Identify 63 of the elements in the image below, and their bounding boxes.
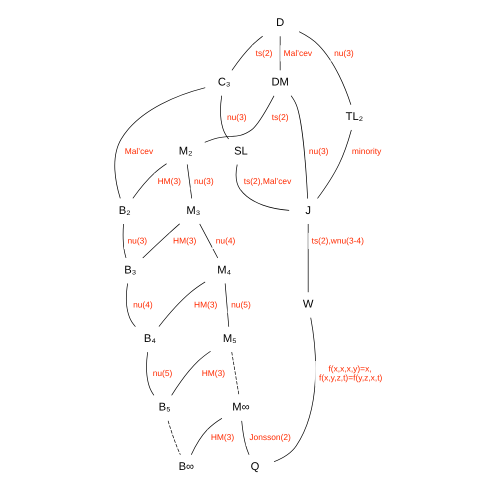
connector <box>186 164 192 199</box>
node-text: SL <box>234 145 248 158</box>
edge-label: nu(4) <box>132 300 152 310</box>
node-text: B₂ <box>118 204 130 217</box>
node-text: D <box>276 17 284 30</box>
edge-label: nu(4) <box>215 235 235 246</box>
node-text: DM <box>270 76 288 89</box>
edge-label: Jonsson(2) <box>248 432 290 442</box>
connector <box>198 224 218 258</box>
edge-label: ts(2),wnu(3-4) <box>311 235 364 246</box>
node-text: W <box>302 298 313 311</box>
node-text: M₃ <box>186 204 200 217</box>
node-text: Q <box>250 461 259 474</box>
connector <box>126 283 136 328</box>
edge-label: HM(3) <box>172 235 196 246</box>
connector <box>122 224 126 258</box>
connector <box>167 420 180 456</box>
node-text: J <box>304 204 310 217</box>
connector <box>204 95 274 143</box>
connector <box>298 31 351 106</box>
node-text: TL₂ <box>345 111 363 124</box>
connector <box>158 282 205 327</box>
node-text: M₄ <box>216 264 231 276</box>
edge-label: HM(3) <box>201 368 225 378</box>
connector <box>142 223 180 258</box>
connector <box>114 87 206 199</box>
edge-label: Mal’cev <box>283 48 312 58</box>
connector <box>146 352 154 396</box>
connector <box>235 164 290 211</box>
edge-label: HM(3) <box>210 432 234 442</box>
edge-label: nu(3) <box>226 112 246 122</box>
connector <box>316 130 352 199</box>
connector <box>224 283 229 328</box>
connector <box>190 418 222 456</box>
node-text: B₄ <box>143 332 156 345</box>
node-text: M₅ <box>222 332 236 345</box>
connector <box>290 95 308 199</box>
edge-label: nu(5) <box>230 300 250 310</box>
edge-label: f(x,x,x,y)=x, f(x,y,z,t)=f(y,z,x,t) <box>318 363 382 382</box>
connector <box>170 350 210 396</box>
edge-label: ts(2) <box>255 48 272 58</box>
edge-label: nu(3) <box>308 146 328 156</box>
edge-label: nu(5) <box>152 368 172 378</box>
connector <box>132 163 166 199</box>
connector <box>220 95 228 140</box>
node-text: C₃ <box>217 76 230 89</box>
edge-label: ts(2),Mal’cev <box>243 176 291 186</box>
node-text: B₃ <box>124 264 136 276</box>
connector <box>240 420 249 456</box>
node-text: B₅ <box>158 402 170 414</box>
connector <box>230 352 239 396</box>
node-text: M∞ <box>232 402 250 414</box>
edge-label: HM(3) <box>194 300 217 310</box>
node-text: B∞ <box>178 461 194 474</box>
edge-label: Mal’cev <box>124 146 153 156</box>
connector <box>231 36 262 71</box>
edge-label: ts(2) <box>271 112 288 122</box>
edge-label: minority <box>351 146 381 156</box>
edge-label: nu(3) <box>194 176 214 186</box>
edge-label: nu(3) <box>127 235 147 246</box>
edge-label: nu(3) <box>334 48 354 58</box>
edge-label: HM(3) <box>157 176 180 186</box>
node-text: M₂ <box>178 145 192 158</box>
